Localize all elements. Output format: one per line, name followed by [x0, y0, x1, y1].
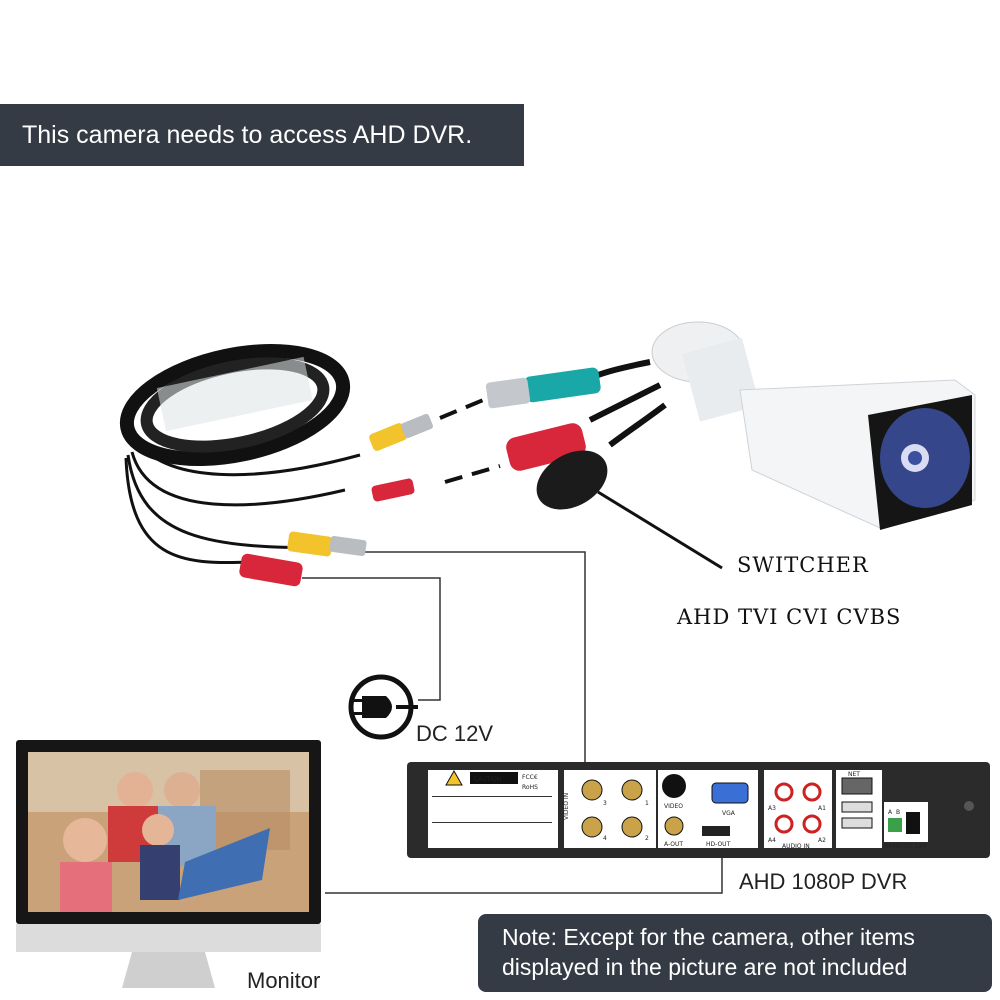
ahd-dvr: CAUTION FCC€ RoHS VIDEO IN 3 1 4 2 A-OUT… [407, 762, 990, 858]
dvr-rohs: RoHS [522, 784, 538, 791]
dvr-net: NET [848, 771, 860, 778]
dvr-caution: CAUTION [474, 776, 501, 783]
note-box: Note: Except for the camera, other items… [478, 914, 992, 992]
audio-a1: A1 [818, 805, 826, 812]
dvr-dc12: DC 12V [904, 843, 927, 850]
note-line-2: displayed in the picture are not include… [502, 954, 908, 980]
dvr-audio-in: AUDIO IN [782, 843, 810, 850]
dashed-guides [439, 396, 501, 484]
audio-a4: A4 [768, 837, 776, 844]
formats-label: AHD TVI CVI CVBS [677, 605, 902, 629]
switcher-plug [536, 450, 608, 510]
top-banner: This camera needs to access AHD DVR. [0, 104, 524, 166]
power-red-lower [239, 553, 303, 587]
bnc-silver-lower [329, 535, 367, 557]
monitor-label: Monitor [247, 968, 321, 993]
monitor [16, 740, 321, 988]
rca-yellow-upper [369, 423, 407, 451]
hdmi-line [325, 855, 723, 894]
dc-label: DC 12V [416, 721, 494, 746]
power-line [302, 577, 441, 701]
power-plug-symbol [348, 674, 418, 740]
port-label-1: 1 [645, 800, 649, 807]
dvr-aout: A-OUT [664, 841, 683, 848]
dvr-fcc: FCC€ [522, 774, 538, 781]
rs485-b: B [896, 809, 900, 816]
video-in-ports [581, 779, 643, 838]
dvr-video-in: VIDEO IN [563, 793, 570, 820]
coiled-cable [119, 344, 361, 565]
bnc-silver-upper [401, 413, 433, 439]
connection-lines [302, 490, 723, 894]
audio-a3: A3 [768, 805, 776, 812]
camera-bnc-silver [485, 377, 531, 409]
port-label-3: 3 [603, 800, 607, 807]
dvr-rs485: RS485 [884, 843, 904, 850]
cable-connectors [239, 413, 433, 587]
camera-bnc-teal [524, 367, 601, 403]
port-label-4: 4 [603, 835, 607, 842]
switcher-pointer [597, 490, 723, 570]
rs485-a: A [888, 809, 893, 816]
note-line-1: Note: Except for the camera, other items [502, 924, 915, 950]
video-line [360, 551, 586, 778]
dvr-video: VIDEO [664, 803, 683, 810]
dvr-hdout: HD-OUT [706, 841, 731, 848]
port-label-2: 2 [645, 835, 649, 842]
switcher-label: SWITCHER [737, 553, 869, 577]
rca-yellow-lower [287, 531, 333, 557]
audio-a2: A2 [818, 837, 826, 844]
bullet-camera [485, 321, 976, 530]
banner-text: This camera needs to access AHD DVR. [22, 121, 473, 149]
dvr-label: AHD 1080P DVR [739, 869, 908, 894]
power-red-upper [371, 478, 415, 502]
dvr-vga: VGA [722, 810, 736, 817]
